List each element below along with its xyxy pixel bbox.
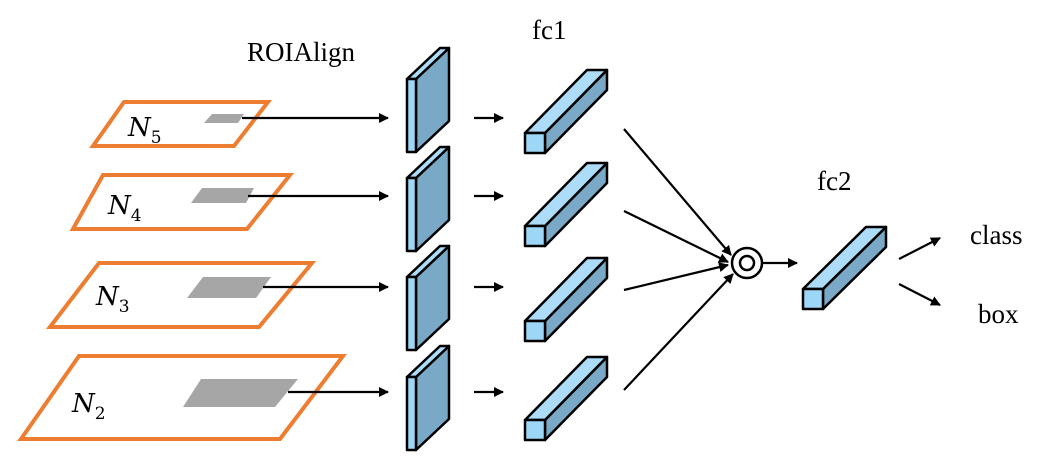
fusion-arrow <box>623 273 734 391</box>
bar-front-face <box>801 287 825 311</box>
fc2-block <box>801 225 888 311</box>
box-output-label: box <box>978 299 1019 329</box>
level-label: N5 <box>127 113 162 148</box>
fusion-arrow <box>623 262 729 292</box>
feature-map-plane <box>45 261 317 329</box>
fc2-label: fc2 <box>817 166 851 196</box>
fusion-arrow <box>623 210 729 263</box>
level-label: N4 <box>107 191 142 226</box>
fc1-block <box>523 161 609 248</box>
feature-map-plane <box>17 354 348 441</box>
fc1-block <box>523 355 609 442</box>
fc1-block <box>523 256 609 343</box>
feature-map-plane <box>89 100 273 148</box>
class-output-label: class <box>970 220 1022 250</box>
feature-level-n2: N2 <box>17 354 389 441</box>
roialign-label: ROIAlign <box>247 37 356 67</box>
feature-level-n5: N5 <box>89 100 389 148</box>
fc1-block <box>523 68 609 155</box>
fc1-label: fc1 <box>532 15 566 45</box>
roialign-feature-block <box>405 46 451 154</box>
bar-front-face <box>523 319 547 343</box>
feature-map-plane <box>69 173 295 231</box>
fusion-arrow <box>623 128 732 256</box>
roialign-feature-block <box>405 244 451 352</box>
class-output-arrow <box>898 237 941 260</box>
roialign-feature-block <box>405 344 451 452</box>
roi-region <box>183 379 298 407</box>
roialign-feature-block <box>405 145 451 253</box>
roi-region <box>204 114 244 123</box>
bar-front-face <box>523 224 547 248</box>
fusion-input-arrows <box>623 128 734 391</box>
box-output-arrow <box>898 283 941 306</box>
block-front-face <box>405 77 418 154</box>
level-label: N3 <box>95 282 130 317</box>
block-front-face <box>405 275 418 352</box>
roi-region <box>191 188 254 203</box>
bar-front-face <box>523 418 547 442</box>
level-label: N2 <box>71 389 106 424</box>
feature-level-n3: N3 <box>45 261 389 329</box>
feature-level-n4: N4 <box>69 173 389 231</box>
bar-front-face <box>523 131 547 155</box>
fusion-operator-icon <box>730 246 764 280</box>
block-front-face <box>405 176 418 253</box>
block-front-face <box>405 375 418 452</box>
roi-region <box>187 277 271 298</box>
